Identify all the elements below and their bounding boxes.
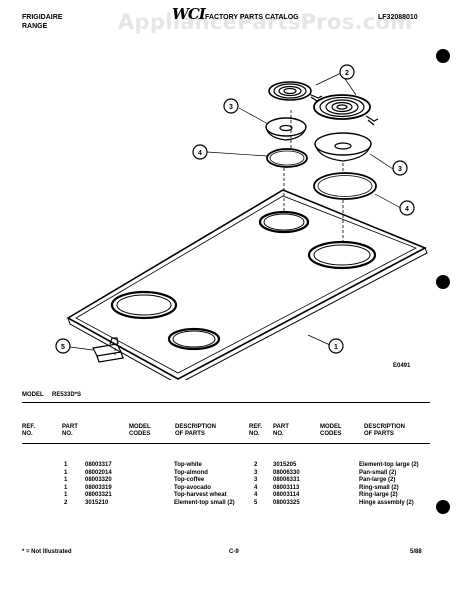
exploded-parts-diagram: 2 3 3 4 4 1 5 <box>55 64 428 380</box>
revision-date: 5/88 <box>410 549 422 555</box>
callout-part-3-large-pan: 3 <box>392 160 408 176</box>
element-top-large-coil <box>313 94 379 126</box>
drip-pan-large <box>314 132 372 162</box>
product-type: RANGE <box>22 23 48 30</box>
svg-text:3: 3 <box>398 166 402 173</box>
callout-part-3-small-pan: 3 <box>223 98 239 114</box>
svg-text:5: 5 <box>61 344 65 351</box>
trim-ring-small <box>266 148 308 168</box>
model-number: RE533D*S <box>52 392 82 398</box>
callout-part-4-small-ring: 4 <box>192 144 208 160</box>
callout-part-4-large-ring: 4 <box>399 200 415 216</box>
model-label: MODEL <box>22 392 44 398</box>
diagram-code: E0491 <box>393 363 411 369</box>
col-header-ref-no-left: REF.NO. <box>22 424 36 437</box>
page-number: C-9 <box>229 549 239 555</box>
header-divider <box>22 443 430 444</box>
trim-ring-large <box>313 172 377 200</box>
watermark-text: AppliancePartsPros.com <box>118 10 413 34</box>
catalog-title: FACTORY PARTS CATALOG <box>205 14 299 21</box>
leader-lines <box>69 72 402 351</box>
callout-part-5: 5 <box>55 338 71 354</box>
svg-text:2: 2 <box>345 70 349 77</box>
svg-text:4: 4 <box>198 150 202 157</box>
binder-hole-bottom <box>436 500 450 514</box>
element-top-small-coil <box>268 81 323 102</box>
hinge-assembly <box>92 337 124 363</box>
cooktop-top-panel <box>66 189 428 380</box>
catalog-number: LF32088010 <box>378 14 418 21</box>
svg-text:4: 4 <box>405 206 409 213</box>
catalog-logo: WCI <box>172 5 206 23</box>
brand-name: FRIGIDAIRE <box>22 14 63 21</box>
footnote-not-illustrated: * = Not Illustrated <box>22 549 72 555</box>
svg-text:3: 3 <box>229 104 233 111</box>
drip-pan-small <box>265 117 307 141</box>
callout-part-1: 1 <box>328 338 344 354</box>
binder-hole-middle <box>436 275 450 289</box>
col-header-ref-no-right: REF.NO. <box>249 424 263 437</box>
binder-hole-top <box>436 49 450 63</box>
svg-text:1: 1 <box>334 344 338 351</box>
callout-part-2: 2 <box>339 64 355 80</box>
top-divider <box>22 402 430 403</box>
